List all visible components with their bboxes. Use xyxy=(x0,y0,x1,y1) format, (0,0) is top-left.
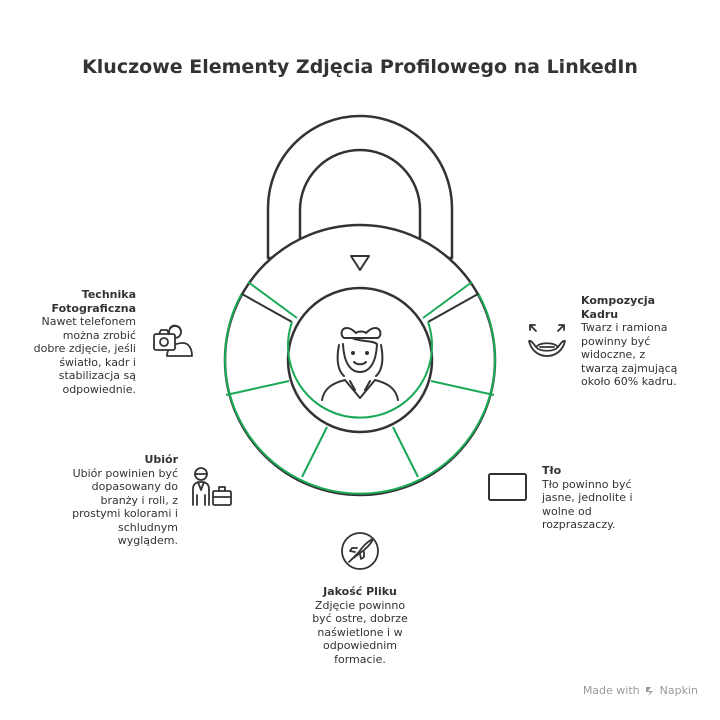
body-tlo-4: rozpraszaczy. xyxy=(542,518,616,531)
footer-brand: Napkin xyxy=(659,684,698,697)
body-technika-1: Nawet telefonem xyxy=(41,315,136,328)
photographer-camera-icon xyxy=(153,324,193,357)
footer-credit[interactable]: Made with Napkin xyxy=(583,684,698,697)
body-kompozycja-2: powinny być xyxy=(581,334,651,348)
heading-kompozycja-line2: Kadru xyxy=(581,307,619,321)
padlock-inner-circle xyxy=(286,286,434,434)
face-frame-icon xyxy=(528,324,566,357)
body-ubior-5: schludnym xyxy=(118,520,178,534)
woman-avatar-icon xyxy=(321,327,399,401)
body-kompozycja-4: twarzą zajmującą xyxy=(581,361,678,375)
diagram-title: Kluczowe Elementy Zdjęcia Profilowego na… xyxy=(82,56,638,78)
keyhole-triangle-icon xyxy=(350,255,370,271)
heading-ubior: Ubiór xyxy=(144,453,178,466)
footer-label: Made with xyxy=(582,684,640,697)
padlock-green-ring xyxy=(224,293,496,495)
body-ubior-2: dopasowany do xyxy=(91,480,178,493)
body-jakosc-5: formacie. xyxy=(334,652,386,666)
heading-technika-line1: Technika xyxy=(81,288,136,301)
body-technika-2: można zrobić xyxy=(62,328,136,342)
label-jakosc: Jakość Pliku Zdjęcie powinno być ostre, … xyxy=(290,585,430,666)
body-jakosc-4: odpowiednim xyxy=(323,639,397,652)
label-tlo: Tło Tło powinno być jasne, jednolite i w… xyxy=(542,464,672,532)
body-jakosc-1: Zdjęcie powinno xyxy=(314,598,406,612)
businessman-briefcase-icon xyxy=(192,467,232,506)
blank-frame-icon xyxy=(488,473,527,501)
heading-tlo: Tło xyxy=(542,464,562,477)
body-tlo-3: wolne od xyxy=(542,504,592,518)
segment-dividers xyxy=(225,281,495,478)
heading-kompozycja-line1: Kompozycja xyxy=(581,294,656,307)
body-kompozycja-5: około 60% kadru. xyxy=(581,375,677,388)
body-ubior-4: prostymi kolorami i xyxy=(72,507,178,520)
padlock-shackle xyxy=(266,114,454,260)
body-kompozycja-3: widoczne, z xyxy=(581,348,646,361)
heading-technika-line2: Fotograficzna xyxy=(51,301,137,315)
body-technika-6: odpowiednie. xyxy=(62,382,136,396)
rocket-icon xyxy=(341,532,379,570)
body-technika-5: stabilizacja są xyxy=(58,369,136,382)
body-technika-4: światło, kadr i xyxy=(59,355,136,369)
body-tlo-1: Tło powinno być xyxy=(542,477,632,491)
label-technika: Technika Fotograficzna Nawet telefonem m… xyxy=(0,288,136,396)
body-ubior-6: wyglądem. xyxy=(117,534,178,547)
body-jakosc-3: naświetlone i w xyxy=(317,625,403,639)
label-kompozycja: Kompozycja Kadru Twarz i ramiona powinny… xyxy=(581,294,711,389)
body-jakosc-2: być ostre, dobrze xyxy=(312,612,408,625)
body-ubior-1: Ubiór powinien być xyxy=(72,466,178,480)
body-ubior-3: branży i roli, z xyxy=(100,493,178,507)
label-ubior: Ubiór Ubiór powinien być dopasowany do b… xyxy=(38,453,178,548)
heading-jakosc: Jakość Pliku xyxy=(323,585,397,598)
body-technika-3: dobre zdjęcie, jeśli xyxy=(33,342,136,355)
body-tlo-2: jasne, jednolite i xyxy=(542,491,633,504)
napkin-logo-icon xyxy=(645,686,653,696)
body-kompozycja-1: Twarz i ramiona xyxy=(581,321,668,334)
